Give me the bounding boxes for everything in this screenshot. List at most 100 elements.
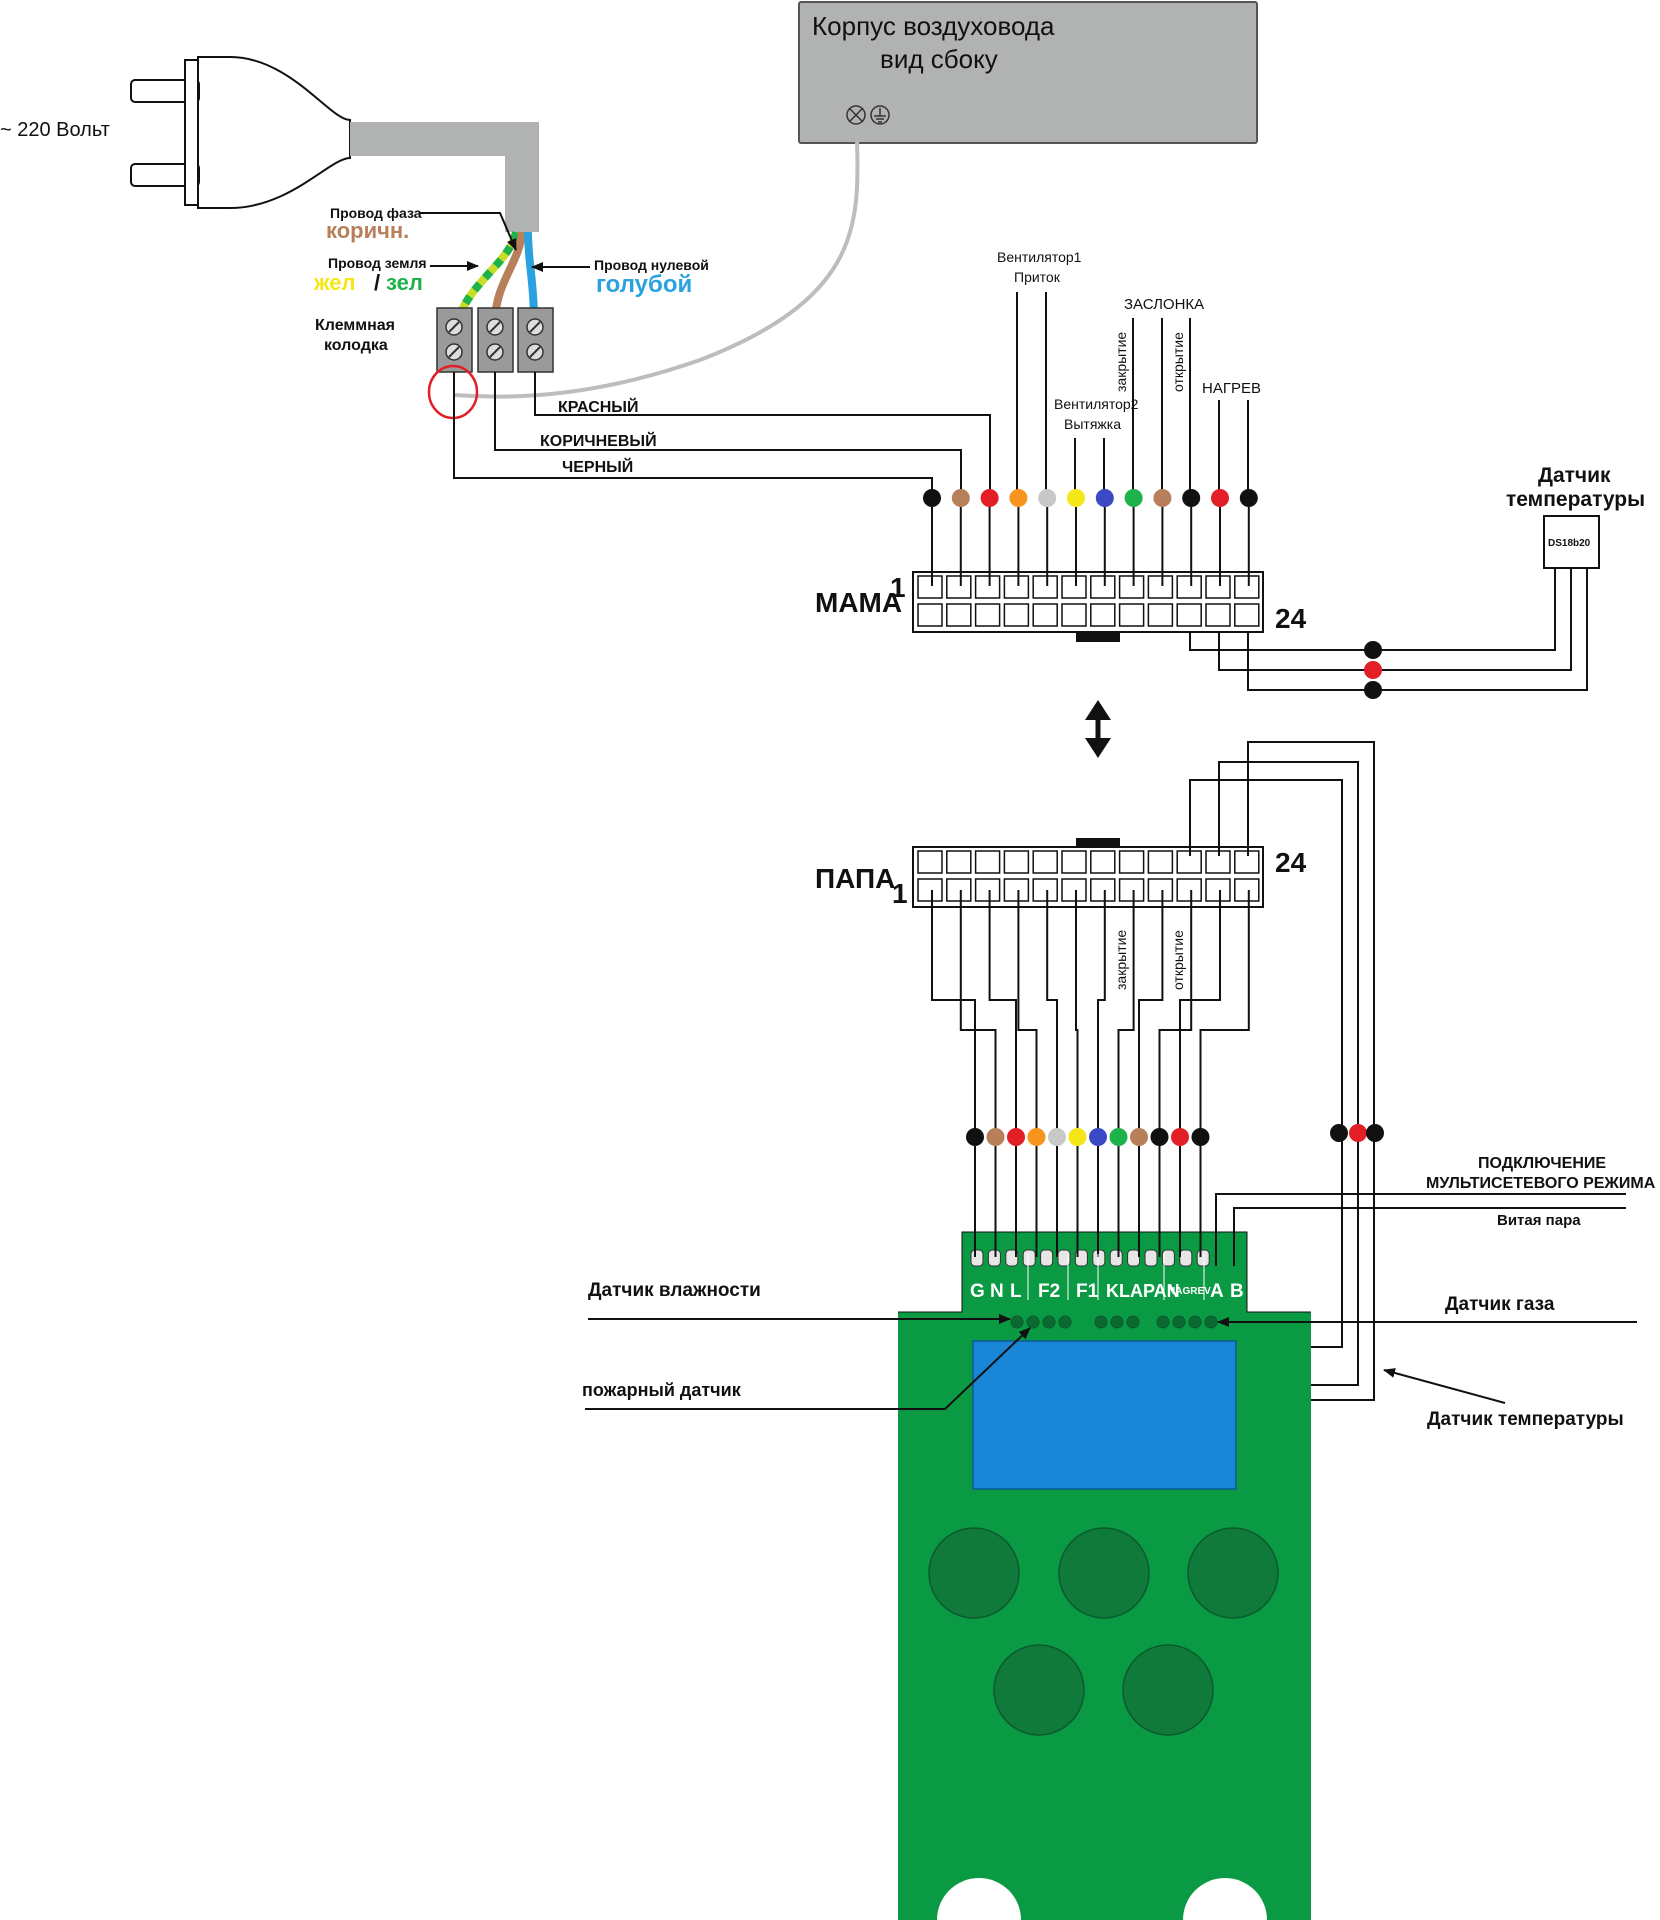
screw-terminal	[1161, 1249, 1175, 1267]
connector-pin	[1061, 850, 1087, 874]
male-connector-name: ПАПА	[815, 863, 895, 894]
connector-pin	[1205, 878, 1231, 902]
duct-housing: Корпус воздуховода вид сбоку	[798, 1, 1258, 144]
gas-sensor-label: Датчик газа	[1445, 1294, 1555, 1315]
wire-dot-brown	[1153, 489, 1172, 507]
female-pin-first: 1	[890, 572, 906, 603]
male-pin-last: 24	[1275, 847, 1307, 878]
connector-pin	[1118, 850, 1145, 874]
connector-pin	[946, 575, 972, 599]
connector-pin	[1003, 603, 1030, 627]
connector-pin	[1003, 850, 1030, 874]
twisted-pair-label: Витая пара	[1497, 1212, 1581, 1229]
phase-title: Провод фаза	[330, 205, 422, 221]
earth-sep: /	[374, 270, 380, 295]
housing-title: Корпус воздуховода	[812, 11, 1055, 41]
connector-female	[912, 571, 1264, 642]
ground-wire	[454, 141, 860, 399]
connector-pin	[1032, 850, 1058, 874]
multinet-label-2: МУЛЬТИСЕТЕВОГО РЕЖИМА	[1426, 1175, 1656, 1192]
connector-pin	[974, 603, 1001, 627]
connector-pin	[974, 575, 1001, 599]
connector-pin	[1090, 878, 1116, 902]
temp-sensor-model: DS18b20	[1548, 538, 1591, 549]
board-button-5[interactable]	[1122, 1644, 1214, 1736]
connector-pin	[1032, 603, 1058, 627]
wire-line	[1017, 890, 1038, 1137]
connector-latch	[1076, 632, 1120, 642]
connector-pin	[1118, 878, 1145, 902]
terminal-l: L	[1010, 1281, 1022, 1302]
connector-pin	[974, 850, 1001, 874]
connector-pin	[917, 603, 943, 627]
terminal-f2: F2	[1038, 1281, 1060, 1302]
terminal-block	[436, 307, 554, 373]
connector-pin	[917, 575, 943, 599]
label-exhaust: Вытяжка	[1064, 416, 1121, 432]
connector-pin	[1090, 575, 1116, 599]
wire-dot-black	[966, 1128, 984, 1146]
connector-pin	[1205, 575, 1231, 599]
controller-board	[898, 1231, 1311, 1920]
terminal-klapan: KLAPAN	[1106, 1281, 1180, 1301]
wire-line	[959, 890, 997, 1137]
sensor-dot-black	[1364, 681, 1382, 699]
power-cable	[350, 122, 539, 232]
screw-terminal	[1127, 1249, 1141, 1267]
connector-male	[912, 838, 1264, 908]
connector-pin	[917, 850, 943, 874]
terminal-f1: F1	[1076, 1281, 1099, 1302]
board-button-2[interactable]	[1058, 1527, 1150, 1619]
connector-pin	[1176, 603, 1202, 627]
terminal-n: N	[990, 1281, 1004, 1302]
neutral-wire	[524, 231, 538, 321]
screw-terminal	[1022, 1249, 1036, 1267]
label-damper: ЗАСЛОНКА	[1124, 296, 1204, 313]
screw-terminal	[1005, 1249, 1019, 1267]
wire-line	[1179, 890, 1221, 1137]
connector-pin	[1003, 575, 1030, 599]
connector-pin	[1090, 850, 1116, 874]
terminal-b: B	[1230, 1281, 1244, 1302]
mate-arrow-icon	[1085, 700, 1111, 758]
female-connector-name: МАМА	[815, 587, 902, 618]
sensor-dot-black	[1364, 641, 1382, 659]
connector-pin	[1032, 575, 1058, 599]
screw-terminal	[1057, 1249, 1071, 1267]
connector-pin	[1234, 850, 1260, 874]
temp-sensor-title-2: температуры	[1506, 488, 1645, 511]
wire-dot-green	[1124, 489, 1143, 507]
label-open-bottom: открытие	[1170, 930, 1186, 990]
sensor-dot-black	[1366, 1124, 1384, 1142]
wire-dot-brown	[951, 489, 970, 507]
board-button-1[interactable]	[928, 1527, 1020, 1619]
screw-terminal	[1144, 1249, 1158, 1267]
connector-pin	[1147, 603, 1174, 627]
housing-subtitle: вид сбоку	[880, 44, 998, 74]
board-button-4[interactable]	[993, 1644, 1085, 1736]
board-button-3[interactable]	[1187, 1527, 1279, 1619]
label-fan1: Вентилятор1	[997, 249, 1082, 265]
connector-pin	[1147, 850, 1174, 874]
connector-pin	[1176, 878, 1202, 902]
earth-title: Провод земля	[328, 255, 427, 271]
wire-line	[931, 890, 976, 1137]
connector-pin	[1061, 575, 1087, 599]
wire-dot-black	[1182, 489, 1201, 507]
sensor-dot-red	[1349, 1124, 1367, 1142]
screw-terminal	[1040, 1249, 1054, 1267]
temp-sensor-title-1: Датчик	[1538, 464, 1611, 487]
neutral-title: Провод нулевой	[594, 257, 709, 273]
terminal-block-label-2: колодка	[324, 337, 388, 354]
connector-pin	[946, 878, 972, 902]
wire-line	[988, 890, 1017, 1137]
temp-sensor-box: DS18b20	[1543, 515, 1600, 569]
wire-dot-gray	[1048, 1128, 1066, 1146]
connector-pin	[1032, 878, 1058, 902]
connector-pin	[917, 878, 943, 902]
wire-dot-red	[1211, 489, 1229, 507]
phase-color: коричн.	[326, 218, 409, 243]
wire-dot-blue	[1089, 1128, 1107, 1146]
fire-sensor-label: пожарный датчик	[582, 1380, 742, 1400]
wire-line	[1097, 890, 1106, 1137]
